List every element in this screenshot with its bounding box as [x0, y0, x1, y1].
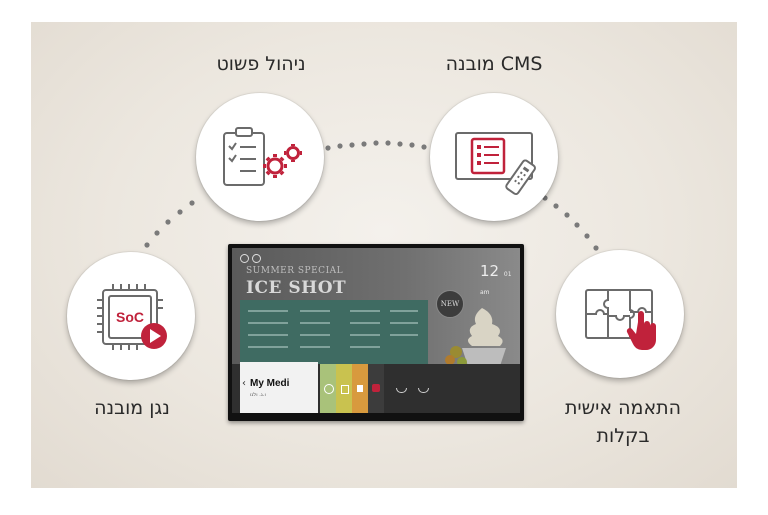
label-customization-line1: התאמה אישית — [564, 397, 682, 419]
tv-status-icon-1 — [240, 254, 249, 263]
tv-promo-title: ICE SHOT — [246, 278, 347, 298]
tv-clock-small: 01 am — [480, 271, 512, 296]
tv-my-media-label: My Medi — [250, 378, 290, 389]
tv-promo-small: SUMMER SPECIAL — [246, 266, 344, 276]
tv-tile-icon-3 — [357, 385, 363, 392]
easy-customization-node — [556, 250, 684, 378]
tv-clock: 12 01 am — [480, 262, 520, 298]
soc-text: SoC — [116, 309, 144, 325]
label-customization-line2: בקלות — [596, 425, 650, 447]
screen-list-remote-icon — [455, 132, 536, 196]
tv-tile-icon-2 — [341, 385, 349, 394]
tv-new-badge: NEW — [436, 290, 464, 318]
label-simple-management: ניהול פשוט — [216, 53, 306, 75]
tv-tile-icon-1 — [324, 384, 334, 394]
puzzle-hand-icon — [585, 289, 656, 350]
tv-status-icon-2 — [252, 254, 261, 263]
tv-tile-icon-4 — [372, 384, 380, 392]
simple-management-node — [196, 93, 324, 221]
tv-my-media-caption: ו.ג. ולגו — [250, 392, 266, 398]
tv-icecream-image — [445, 308, 506, 367]
tv-display: SUMMER SPECIAL ICE SHOT 12 01 am NEW — [228, 244, 524, 421]
soc-chip-play-icon: SoC — [97, 284, 167, 350]
tv-back-chevron-icon[interactable]: ‹ — [242, 378, 246, 389]
builtin-cms-node — [430, 93, 558, 221]
tv-my-media-card[interactable] — [240, 362, 318, 413]
tv-menu-board — [240, 300, 428, 370]
tv-clock-hour: 12 — [480, 262, 500, 280]
label-builtin-cms: CMS מובנה — [445, 53, 543, 75]
clipboard-gears-icon — [223, 127, 302, 186]
tv-app-tile-2[interactable] — [336, 364, 352, 413]
tv-screen: SUMMER SPECIAL ICE SHOT 12 01 am NEW — [232, 248, 520, 413]
builtin-player-node: SoC — [67, 252, 195, 380]
label-builtin-player: נגן מובנה — [94, 397, 170, 419]
